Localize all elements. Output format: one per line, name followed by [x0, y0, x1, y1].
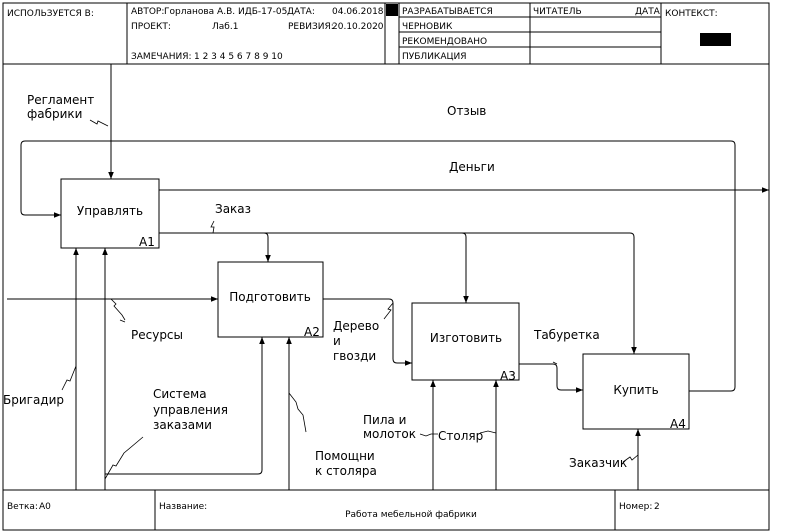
status-recommended: РЕКОМЕНДОВАНО	[402, 37, 487, 47]
notes-value: 1 2 3 4 5 6 7 8 9 10	[194, 52, 283, 62]
revision-label: РЕВИЗИЯ:	[288, 22, 334, 32]
arrow-wood[interactable]	[323, 298, 412, 366]
label-helpers-2: к столяра	[315, 464, 377, 478]
box-title: Купить	[613, 383, 658, 397]
activity-box-a1[interactable]: Управлять A1	[60, 178, 160, 249]
box-title: Управлять	[77, 204, 143, 218]
label-stool: Табуретка	[533, 328, 600, 342]
label-order-system-2: управления	[153, 403, 228, 417]
arrow-order-a2[interactable]	[263, 232, 271, 262]
number-value: 2	[654, 502, 660, 512]
label-carpenter: Столяр	[438, 429, 483, 443]
date-value: 04.06.2018	[332, 7, 384, 17]
arrow-order-a3[interactable]	[461, 232, 469, 303]
label-money: Деньги	[449, 160, 495, 174]
label-wood-3: гвозди	[333, 349, 376, 363]
notes-label: ЗАМЕЧАНИЯ:	[131, 52, 192, 62]
arrow-stool[interactable]	[519, 363, 583, 393]
label-saw-1: Пила и	[363, 413, 406, 427]
status-draft: ЧЕРНОВИК	[402, 22, 453, 32]
node-value: A0	[39, 502, 51, 512]
diagram-frame	[2, 64, 770, 490]
footer-frame	[2, 489, 770, 531]
label-squiggles	[61, 119, 639, 480]
activity-box-a2[interactable]: Подготовить A2	[217, 261, 324, 339]
label-reglament-1: Регламент	[27, 93, 94, 107]
author-value: Горланова А.В. ИДБ-17-05	[164, 7, 287, 17]
project-label: ПРОЕКТ:	[131, 22, 171, 32]
label-helpers-1: Помощни	[315, 449, 375, 463]
activity-box-a4[interactable]: Купить A4	[582, 353, 690, 431]
project-value: Лаб.1	[212, 22, 238, 32]
date-label: ДАТА:	[287, 7, 315, 17]
label-customer: Заказчик	[569, 456, 627, 470]
status-working: РАЗРАБАТЫВАЕТСЯ	[402, 7, 493, 17]
label-order-system-3: заказами	[153, 418, 212, 432]
status-publication: ПУБЛИКАЦИЯ	[402, 52, 466, 62]
box-number: A2	[304, 325, 320, 339]
label-order: Заказ	[215, 202, 251, 216]
reader-label: ЧИТАТЕЛЬ	[533, 7, 582, 17]
box-number: A3	[500, 369, 516, 383]
author-label: АВТОР:	[131, 7, 164, 17]
label-wood-1: Дерево	[333, 319, 379, 333]
box-title: Изготовить	[430, 331, 502, 345]
node-label: Ветка:	[7, 502, 38, 512]
header-frame	[2, 2, 770, 65]
title-label: Название:	[159, 502, 207, 512]
diagram-title: Работа мебельной фабрики	[345, 510, 477, 520]
box-number: A1	[139, 235, 155, 249]
activity-box-a3[interactable]: Изготовить A3	[411, 302, 520, 383]
revision-value: 20.10.2020	[332, 22, 384, 32]
context-box	[700, 33, 731, 46]
number-label: Номер:	[619, 502, 652, 512]
box-title: Подготовить	[229, 290, 311, 304]
used-in-label: ИСПОЛЬЗУЕТСЯ В:	[7, 9, 94, 19]
label-feedback: Отзыв	[447, 104, 486, 118]
label-reglament-2: фабрики	[27, 107, 82, 121]
label-saw-2: молоток	[363, 427, 416, 441]
status-marker	[386, 4, 398, 16]
arrow-feedback[interactable]	[20, 140, 736, 392]
context-label: КОНТЕКСТ:	[665, 9, 718, 19]
reader-date-label: ДАТА	[635, 7, 661, 17]
label-order-system-1: Система	[153, 387, 207, 401]
label-resources: Ресурсы	[131, 328, 183, 342]
arrow-order[interactable]	[159, 232, 637, 354]
box-number: A4	[670, 417, 686, 431]
arrow-order-system-a2[interactable]	[105, 337, 265, 475]
label-wood-2: и	[333, 334, 341, 348]
label-brigadier: Бригадир	[3, 393, 64, 407]
